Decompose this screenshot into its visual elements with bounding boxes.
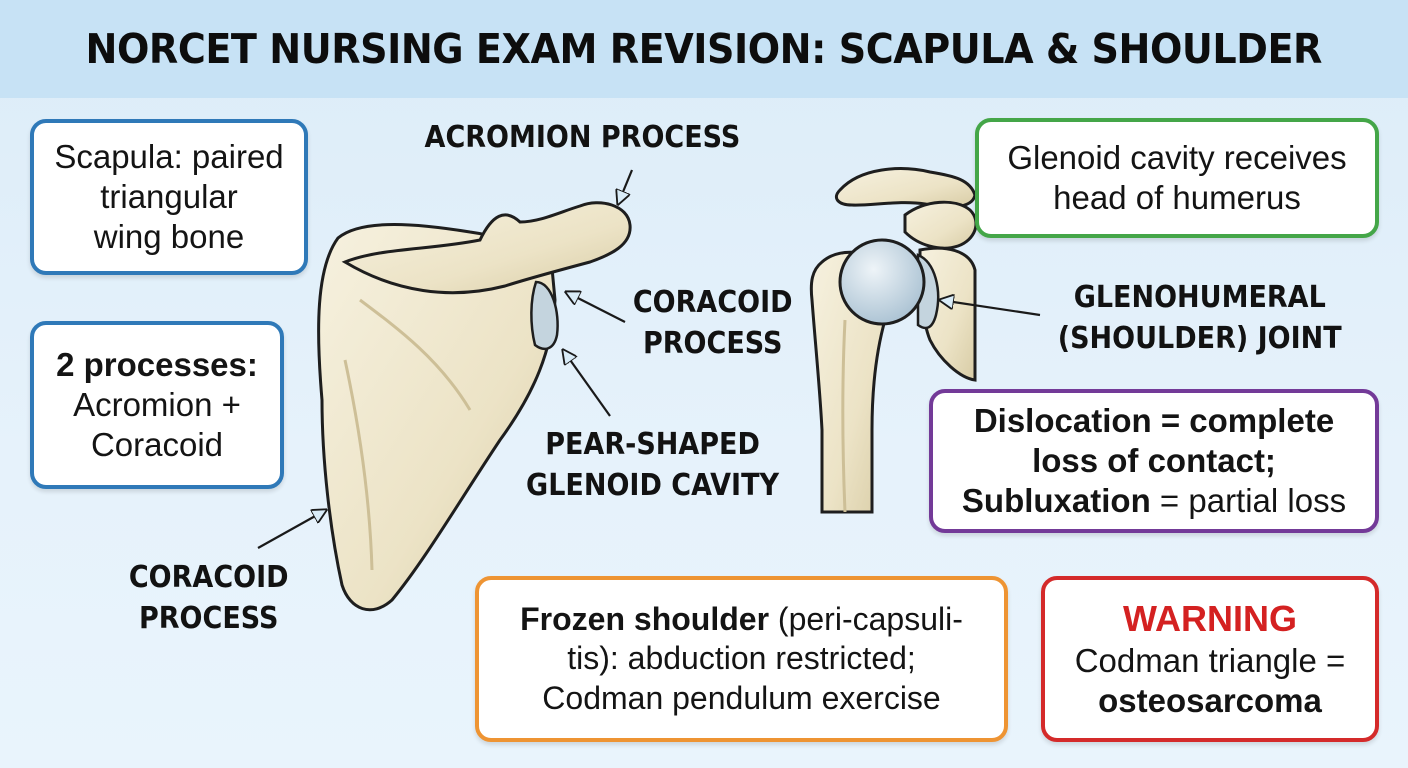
arrow-glenohumeral xyxy=(940,300,1041,317)
leader-arrows xyxy=(257,169,1041,549)
acromion-spine xyxy=(341,201,632,295)
label-line: PROCESS xyxy=(138,600,279,636)
box-line: Subluxation = partial loss xyxy=(962,481,1346,521)
label-line: PROCESS xyxy=(642,325,783,361)
label-glenohumeral-joint: GLENOHUMERAL (SHOULDER) JOINT xyxy=(1058,278,1342,359)
label-line: PEAR-SHAPED xyxy=(545,427,760,462)
scapula-contour xyxy=(343,359,374,571)
arrow-acromion xyxy=(618,169,634,204)
title-banner: NORCET NURSING EXAM REVISION: SCAPULA & … xyxy=(0,0,1408,98)
label-line: (SHOULDER) JOINT xyxy=(1057,320,1342,356)
warning-box: WARNING Codman triangle = osteosarcoma xyxy=(1041,576,1379,742)
label-acromion-process: ACROMION PROCESS xyxy=(425,118,741,159)
box-line: Coracoid xyxy=(90,426,224,464)
scapula-contour xyxy=(359,298,472,411)
arrow-coracoid-left xyxy=(257,510,326,549)
box-line: Dislocation = complete xyxy=(973,401,1335,439)
glenoid-box: Glenoid cavity receives head of humerus xyxy=(975,118,1379,238)
clavicle xyxy=(835,167,977,209)
dislocation-box: Dislocation = complete loss of contact; … xyxy=(929,389,1379,533)
shoulder-joint-drawing xyxy=(809,167,978,514)
box-line: Codman pendulum exercise xyxy=(542,679,941,716)
box-text: (peri-capsuli- xyxy=(769,601,963,638)
box-bold-text: Subluxation xyxy=(961,482,1151,520)
label-text: ACROMION PROCESS xyxy=(424,120,741,155)
humerus-contour xyxy=(841,319,847,513)
box-line: osteosarcoma xyxy=(1098,681,1322,719)
box-line: triangular xyxy=(100,177,238,215)
box-line: head of humerus xyxy=(1053,179,1301,216)
arrow-coracoid-right xyxy=(566,292,626,323)
scapula-definition-box: Scapula: paired triangular wing bone xyxy=(30,119,308,275)
box-bold-text: Frozen shoulder xyxy=(520,601,770,638)
arrow-glenoid-cavity xyxy=(563,350,611,417)
label-line: CORACOID xyxy=(632,285,793,320)
processes-box: 2 processes: Acromion + Coracoid xyxy=(30,321,284,489)
label-coracoid-process-right: CORACOID PROCESS xyxy=(633,283,793,364)
warning-heading: WARNING xyxy=(1123,597,1297,639)
box-line: loss of contact; xyxy=(1032,441,1276,479)
scapula-drawing xyxy=(317,201,632,612)
page-title: NORCET NURSING EXAM REVISION: SCAPULA & … xyxy=(85,25,1323,73)
glenoid-face xyxy=(530,280,559,351)
label-glenoid-cavity: PEAR-SHAPED GLENOID CAVITY xyxy=(526,425,779,506)
box-line: 2 processes: xyxy=(56,345,258,383)
acromion-joint xyxy=(903,200,978,250)
label-coracoid-process-left: CORACOID PROCESS xyxy=(129,558,289,639)
box-text: = partial loss xyxy=(1150,482,1347,520)
box-line: Scapula: paired xyxy=(54,137,284,175)
box-line: tis): abduction restricted; xyxy=(567,640,916,677)
box-line: Acromion + xyxy=(73,385,241,423)
humeral-head xyxy=(838,238,926,326)
box-line: Codman triangle = xyxy=(1074,641,1346,679)
box-line: Glenoid cavity receives xyxy=(1007,138,1347,176)
label-line: GLENOHUMERAL xyxy=(1073,280,1326,315)
label-line: CORACOID xyxy=(128,560,289,595)
label-line: GLENOID CAVITY xyxy=(526,467,780,503)
box-line: Frozen shoulder (peri-capsuli- xyxy=(520,600,963,639)
frozen-shoulder-box: Frozen shoulder (peri-capsuli- tis): abd… xyxy=(475,576,1008,742)
box-line: wing bone xyxy=(93,218,245,256)
